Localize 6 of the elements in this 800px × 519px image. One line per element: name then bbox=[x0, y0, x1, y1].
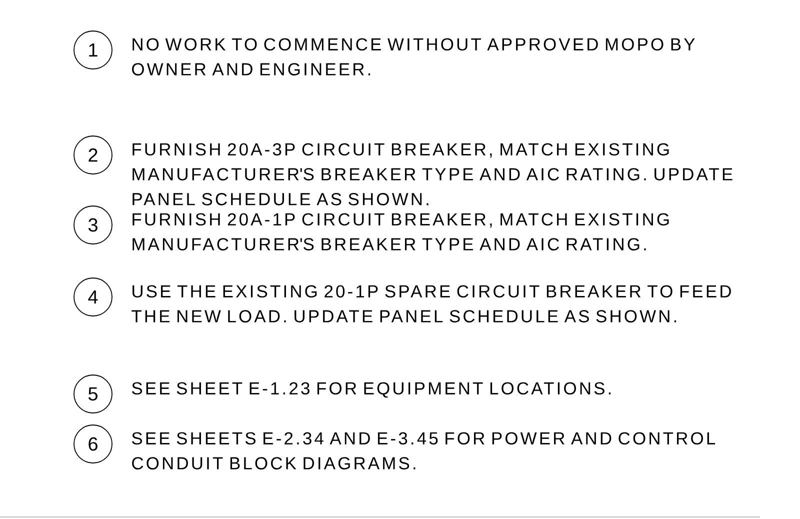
note-text: FURNISH 20A-1P CIRCUIT BREAKER, MATCH EXISTING MANUFACTURER'S BREAKER TYPE AND AIC RATING. bbox=[132, 213, 669, 250]
note-text: USE THE EXISTING 20-1P SPARE CIRCUIT BREAKER TO FEED THE NEW LOAD. UPDATE PANEL SCHEDULE AS SHOWN. bbox=[132, 285, 731, 322]
note-text: SEE SHEETS E-2.34 AND E-3.45 FOR POWER AND CONTROL CONDUIT BLOCK DIAGRAMS. bbox=[132, 432, 716, 470]
note-text: NO WORK TO COMMENCE WITHOUT APPROVED MOPO BY OWNER AND ENGINEER. bbox=[132, 38, 695, 76]
note-text: SEE SHEET E-1.23 FOR EQUIPMENT LOCATIONS. bbox=[132, 382, 611, 398]
note-text: FURNISH 20A-3P CIRCUIT BREAKER, MATCH EXISTING MANUFACTURER'S BREAKER TYPE AND AIC RATING. UPDATE PANEL SCHEDULE AS SHOWN. bbox=[132, 143, 732, 206]
